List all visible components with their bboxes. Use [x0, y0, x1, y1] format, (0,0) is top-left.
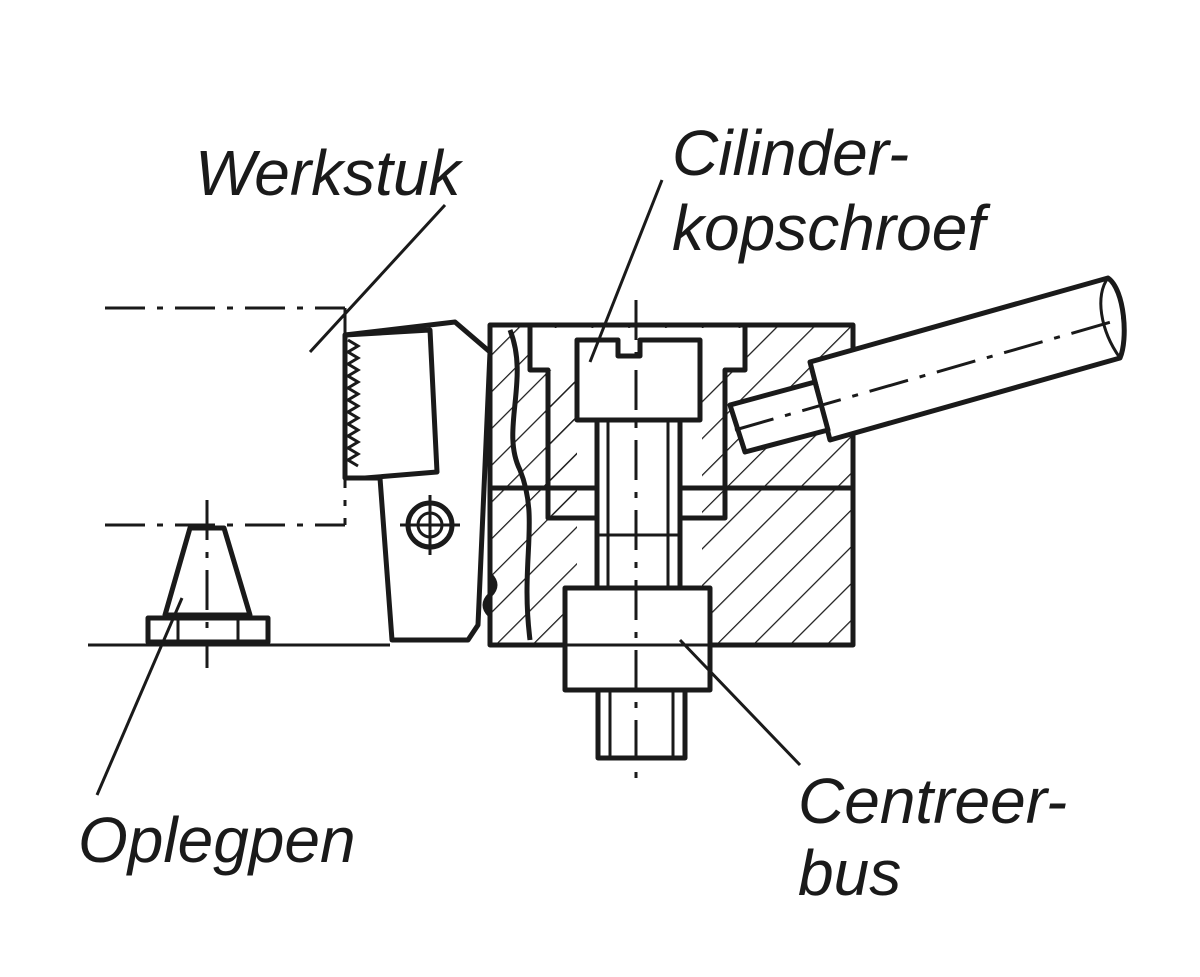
- label-bush-line1: Centreer-: [798, 765, 1067, 837]
- workpiece-outline: [105, 306, 347, 527]
- allen-key: [727, 275, 1127, 455]
- spring: [482, 573, 498, 617]
- label-screw-line2: kopschroef: [672, 192, 991, 264]
- label-screw-line1: Cilinder-: [672, 117, 909, 189]
- label-bush-line2: bus: [798, 837, 901, 909]
- clamp-jaw: [342, 319, 498, 643]
- cylinder-head-screw: [574, 337, 703, 591]
- label-support-pin: Oplegpen: [78, 804, 356, 876]
- label-workpiece: Werkstuk: [195, 137, 464, 209]
- leader-lines: [95, 179, 802, 796]
- support-pin: [145, 500, 271, 668]
